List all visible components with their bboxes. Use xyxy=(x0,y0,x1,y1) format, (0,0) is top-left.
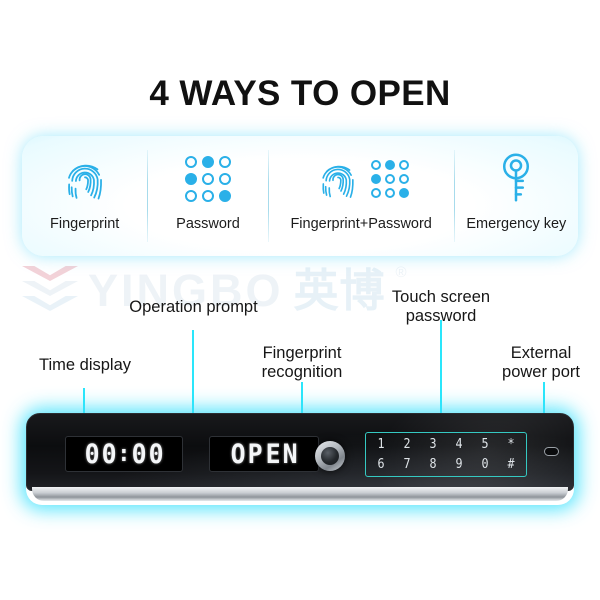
smart-lock-panel: 0 0 : 0 0 O P E N 1 2 xyxy=(26,413,574,505)
callout-time-display: Time display xyxy=(39,356,131,374)
seg-char: 0 xyxy=(101,438,117,470)
seg-char: O xyxy=(230,438,246,470)
dot-grid-icon xyxy=(184,148,231,210)
seg-char: P xyxy=(247,438,263,470)
keypad-row-2: 6 7 8 9 0 # xyxy=(373,457,519,472)
key-0[interactable]: 0 xyxy=(481,457,489,472)
callout-external-power-port: External power port xyxy=(502,344,580,382)
operation-prompt-display: O P E N xyxy=(209,436,319,472)
feature-password[interactable]: Password xyxy=(148,136,267,256)
key-5[interactable]: 5 xyxy=(481,437,489,452)
fingerprint-dot-grid-icon xyxy=(313,148,410,210)
feature-divider xyxy=(267,150,269,242)
fingerprint-sensor-inner xyxy=(321,447,339,465)
device-body: 0 0 : 0 0 O P E N 1 2 xyxy=(26,413,574,491)
time-display: 0 0 : 0 0 xyxy=(65,436,183,472)
key-star[interactable]: * xyxy=(507,437,515,452)
seg-char: E xyxy=(265,438,281,470)
leader-line-operation-prompt xyxy=(192,330,194,450)
key-1[interactable]: 1 xyxy=(377,437,385,452)
callout-fingerprint-recognition: Fingerprint recognition xyxy=(261,344,343,382)
touch-keypad[interactable]: 1 2 3 4 5 * 6 7 8 9 0 # xyxy=(365,432,527,477)
feature-divider xyxy=(453,150,455,242)
dot-grid xyxy=(371,160,410,198)
seg-char: 0 xyxy=(148,438,164,470)
watermark-registered: ® xyxy=(395,264,407,281)
seg-char: 0 xyxy=(84,438,100,470)
fingerprint-icon xyxy=(58,148,112,210)
fingerprint-sensor-icon[interactable] xyxy=(315,441,345,471)
key-7[interactable]: 7 xyxy=(403,457,411,472)
callout-touch-screen-password: Touch screen password xyxy=(391,288,491,326)
feature-label: Fingerprint+Password xyxy=(290,216,432,232)
feature-emergency-key[interactable]: Emergency key xyxy=(455,136,578,256)
seg-char: 0 xyxy=(131,438,147,470)
feature-label: Emergency key xyxy=(466,216,567,232)
features-panel: Fingerprint Password xyxy=(22,136,578,256)
key-hash[interactable]: # xyxy=(507,457,515,472)
feature-divider xyxy=(147,150,149,242)
power-port-icon xyxy=(544,447,559,456)
callout-operation-prompt: Operation prompt xyxy=(129,298,258,316)
key-2[interactable]: 2 xyxy=(403,437,411,452)
chevron-stack-logo-icon xyxy=(22,266,78,314)
key-3[interactable]: 3 xyxy=(429,437,437,452)
seg-char: N xyxy=(282,438,298,470)
feature-fingerprint-password[interactable]: Fingerprint+Password xyxy=(269,136,454,256)
key-9[interactable]: 9 xyxy=(455,457,463,472)
leader-line-touch-screen-password xyxy=(440,320,442,443)
dot-grid xyxy=(184,156,231,202)
device-base-strip xyxy=(32,487,568,501)
feature-fingerprint[interactable]: Fingerprint xyxy=(22,136,147,256)
key-4[interactable]: 4 xyxy=(455,437,463,452)
key-icon xyxy=(494,148,538,210)
key-6[interactable]: 6 xyxy=(377,457,385,472)
key-8[interactable]: 8 xyxy=(429,457,437,472)
feature-label: Fingerprint xyxy=(50,216,120,232)
page-title: 4 WAYS TO OPEN xyxy=(149,74,451,113)
feature-label: Password xyxy=(176,216,240,232)
seg-char: : xyxy=(117,440,131,467)
keypad-row-1: 1 2 3 4 5 * xyxy=(373,437,519,452)
